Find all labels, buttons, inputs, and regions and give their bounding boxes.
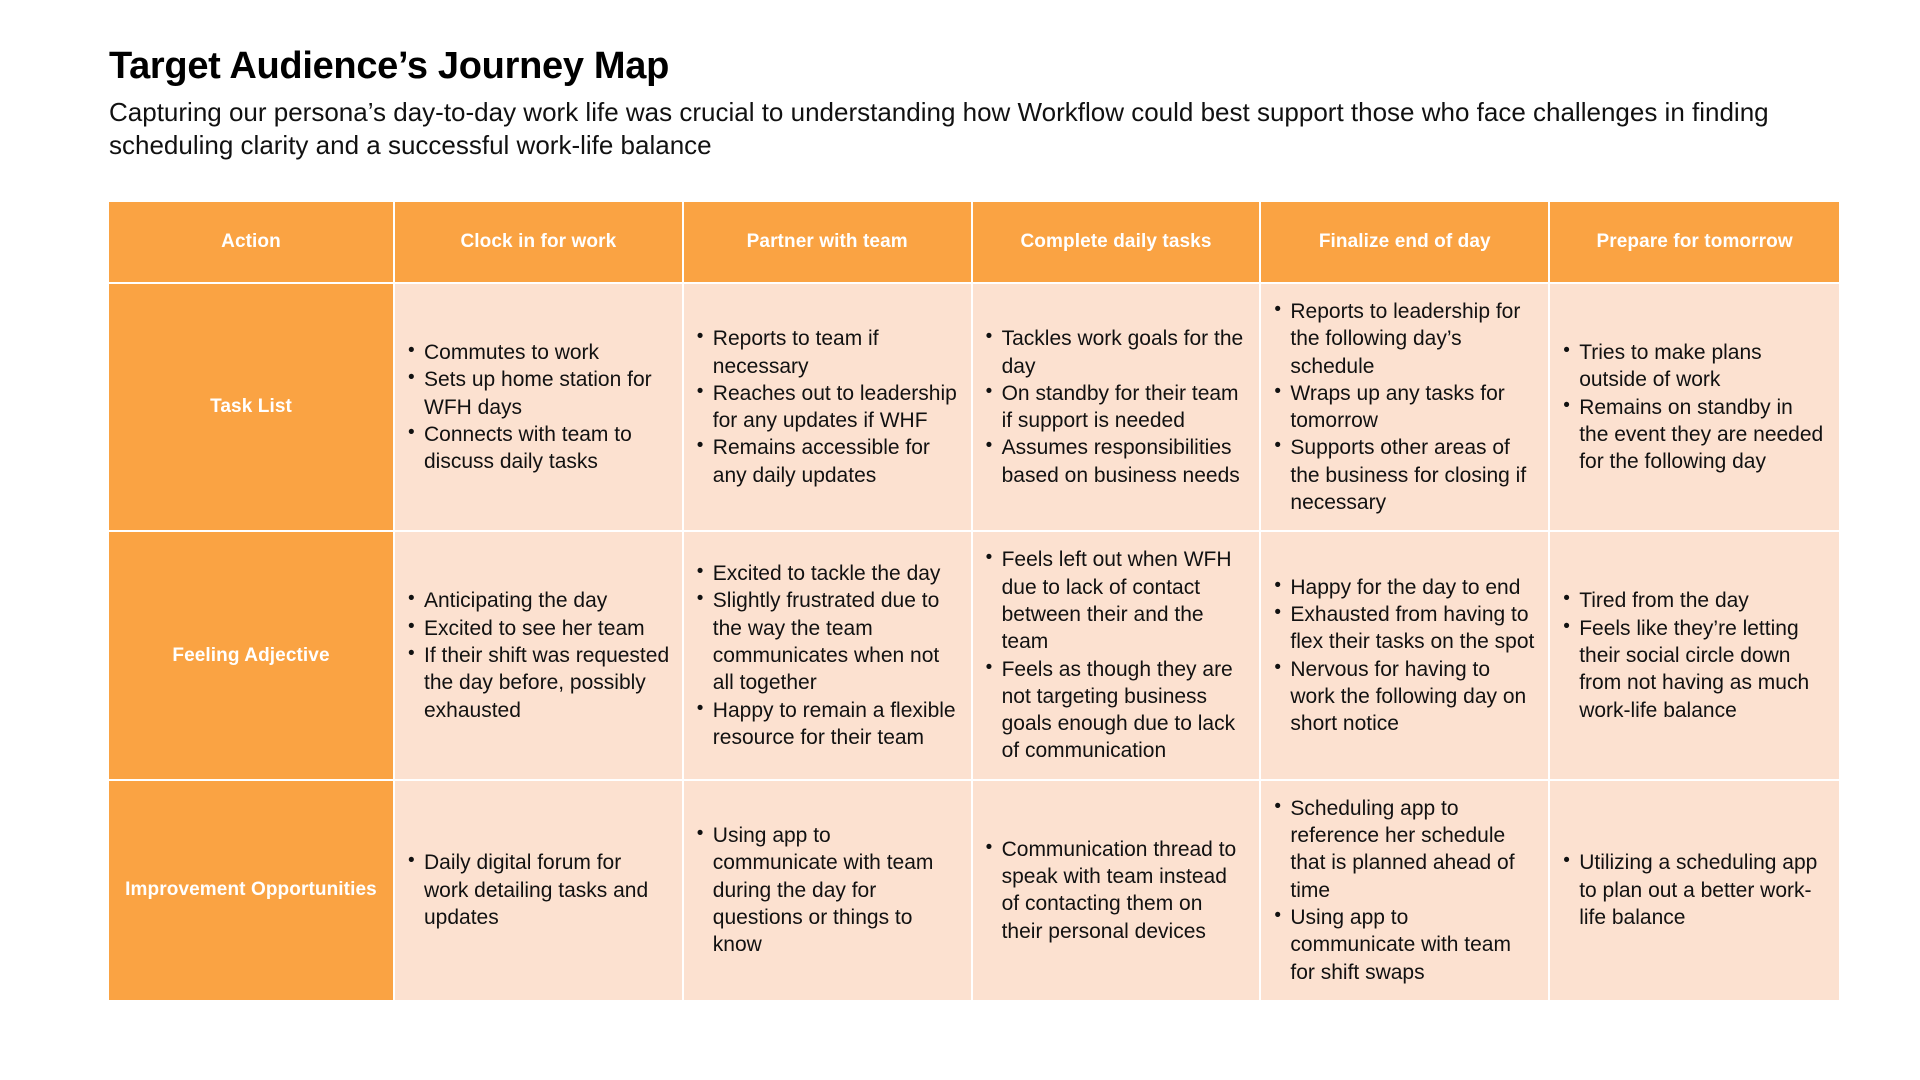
- list-item: Communication thread to speak with team …: [985, 835, 1248, 945]
- list-item: Utilizing a scheduling app to plan out a…: [1562, 848, 1827, 931]
- column-header-clock-in-for-work: Clock in for work: [395, 202, 684, 284]
- list-item: Assumes responsibilities based on busine…: [985, 433, 1248, 489]
- bullet-list: Anticipating the dayExcited to see her t…: [407, 586, 670, 724]
- table-header: Action Clock in for work Partner with te…: [109, 202, 1839, 284]
- list-item: Scheduling app to reference her schedule…: [1273, 794, 1536, 904]
- row-label-improvement-opportunities: Improvement Opportunities: [109, 780, 395, 1000]
- journey-map-table: Action Clock in for work Partner with te…: [109, 202, 1839, 1000]
- list-item: Supports other areas of the business for…: [1273, 433, 1536, 516]
- cell-task-list-prepare-for-tomorrow: Tries to make plans outside of workRemai…: [1550, 284, 1839, 533]
- column-header-finalize-end-of-day: Finalize end of day: [1261, 202, 1551, 284]
- bullet-list: Feels left out when WFH due to lack of c…: [985, 545, 1248, 765]
- list-item: Using app to communicate with team durin…: [696, 821, 959, 958]
- cell-feeling-partner-with-team: Excited to tackle the daySlightly frustr…: [683, 532, 973, 781]
- bullet-list: Using app to communicate with team durin…: [696, 821, 959, 958]
- list-item: Wraps up any tasks for tomorrow: [1273, 379, 1536, 435]
- list-item: Connects with team to discuss daily task…: [407, 420, 670, 476]
- table-row: Task List Commutes to workSets up home s…: [109, 284, 1839, 533]
- list-item: If their shift was requested the day bef…: [407, 641, 670, 724]
- bullet-list: Communication thread to speak with team …: [985, 835, 1248, 945]
- list-item: Tired from the day: [1562, 586, 1827, 614]
- column-header-complete-daily-tasks: Complete daily tasks: [972, 202, 1262, 284]
- bullet-list: Commutes to workSets up home station for…: [407, 338, 670, 476]
- column-header-prepare-for-tomorrow: Prepare for tomorrow: [1550, 202, 1839, 284]
- list-item: Feels as though they are not targeting b…: [985, 655, 1248, 765]
- cell-feeling-clock-in: Anticipating the dayExcited to see her t…: [395, 532, 684, 781]
- cell-improvement-clock-in: Daily digital forum for work detailing t…: [395, 780, 684, 1000]
- list-item: Slightly frustrated due to the way the t…: [696, 586, 959, 696]
- cell-improvement-finalize-end-of-day: Scheduling app to reference her schedule…: [1261, 780, 1551, 1000]
- bullet-list: Excited to tackle the daySlightly frustr…: [696, 559, 959, 752]
- list-item: Feels like they’re letting their social …: [1562, 614, 1827, 724]
- list-item: Reports to team if necessary: [696, 324, 959, 380]
- table-row: Improvement Opportunities Daily digital …: [109, 780, 1839, 1000]
- row-label-task-list: Task List: [109, 284, 395, 533]
- list-item: Happy to remain a flexible resource for …: [696, 696, 959, 752]
- list-item: On standby for their team if support is …: [985, 379, 1248, 435]
- cell-task-list-complete-daily-tasks: Tackles work goals for the dayOn standby…: [972, 284, 1262, 533]
- cell-improvement-partner-with-team: Using app to communicate with team durin…: [683, 780, 973, 1000]
- cell-task-list-clock-in: Commutes to workSets up home station for…: [395, 284, 684, 533]
- table-body: Task List Commutes to workSets up home s…: [109, 284, 1839, 1000]
- cell-task-list-partner-with-team: Reports to team if necessaryReaches out …: [683, 284, 973, 533]
- list-item: Excited to see her team: [407, 614, 670, 642]
- cell-feeling-prepare-for-tomorrow: Tired from the dayFeels like they’re let…: [1550, 532, 1839, 781]
- list-item: Remains on standby in the event they are…: [1562, 393, 1827, 476]
- column-header-action: Action: [109, 202, 395, 284]
- bullet-list: Scheduling app to reference her schedule…: [1273, 794, 1536, 986]
- column-header-partner-with-team: Partner with team: [683, 202, 973, 284]
- bullet-list: Happy for the day to endExhausted from h…: [1273, 573, 1536, 738]
- list-item: Daily digital forum for work detailing t…: [407, 848, 670, 931]
- list-item: Happy for the day to end: [1273, 573, 1536, 601]
- cell-feeling-finalize-end-of-day: Happy for the day to endExhausted from h…: [1261, 532, 1551, 781]
- bullet-list: Reports to team if necessaryReaches out …: [696, 324, 959, 489]
- list-item: Sets up home station for WFH days: [407, 365, 670, 421]
- bullet-list: Daily digital forum for work detailing t…: [407, 848, 670, 931]
- header-row: Action Clock in for work Partner with te…: [109, 202, 1839, 284]
- page-title: Target Audience’s Journey Map: [109, 45, 670, 87]
- header-block: Target Audience’s Journey Map Capturing …: [109, 45, 1809, 163]
- list-item: Excited to tackle the day: [696, 559, 959, 587]
- list-item: Nervous for having to work the following…: [1273, 655, 1536, 738]
- list-item: Feels left out when WFH due to lack of c…: [985, 545, 1248, 655]
- list-item: Reports to leadership for the following …: [1273, 297, 1536, 380]
- bullet-list: Tired from the dayFeels like they’re let…: [1562, 586, 1827, 724]
- cell-feeling-complete-daily-tasks: Feels left out when WFH due to lack of c…: [972, 532, 1262, 781]
- list-item: Exhausted from having to flex their task…: [1273, 600, 1536, 656]
- list-item: Remains accessible for any daily updates: [696, 433, 959, 489]
- list-item: Tries to make plans outside of work: [1562, 338, 1827, 394]
- bullet-list: Tackles work goals for the dayOn standby…: [985, 324, 1248, 489]
- list-item: Anticipating the day: [407, 586, 670, 614]
- cell-improvement-prepare-for-tomorrow: Utilizing a scheduling app to plan out a…: [1550, 780, 1839, 1000]
- bullet-list: Reports to leadership for the following …: [1273, 297, 1536, 516]
- table-row: Feeling Adjective Anticipating the dayEx…: [109, 532, 1839, 781]
- cell-task-list-finalize-end-of-day: Reports to leadership for the following …: [1261, 284, 1551, 533]
- bullet-list: Tries to make plans outside of workRemai…: [1562, 338, 1827, 476]
- list-item: Tackles work goals for the day: [985, 324, 1248, 380]
- bullet-list: Utilizing a scheduling app to plan out a…: [1562, 848, 1827, 931]
- list-item: Reaches out to leadership for any update…: [696, 379, 959, 435]
- list-item: Using app to communicate with team for s…: [1273, 903, 1536, 986]
- list-item: Commutes to work: [407, 338, 670, 366]
- row-label-feeling-adjective: Feeling Adjective: [109, 532, 395, 781]
- cell-improvement-complete-daily-tasks: Communication thread to speak with team …: [972, 780, 1262, 1000]
- page-subtitle: Capturing our persona’s day-to-day work …: [109, 96, 1769, 161]
